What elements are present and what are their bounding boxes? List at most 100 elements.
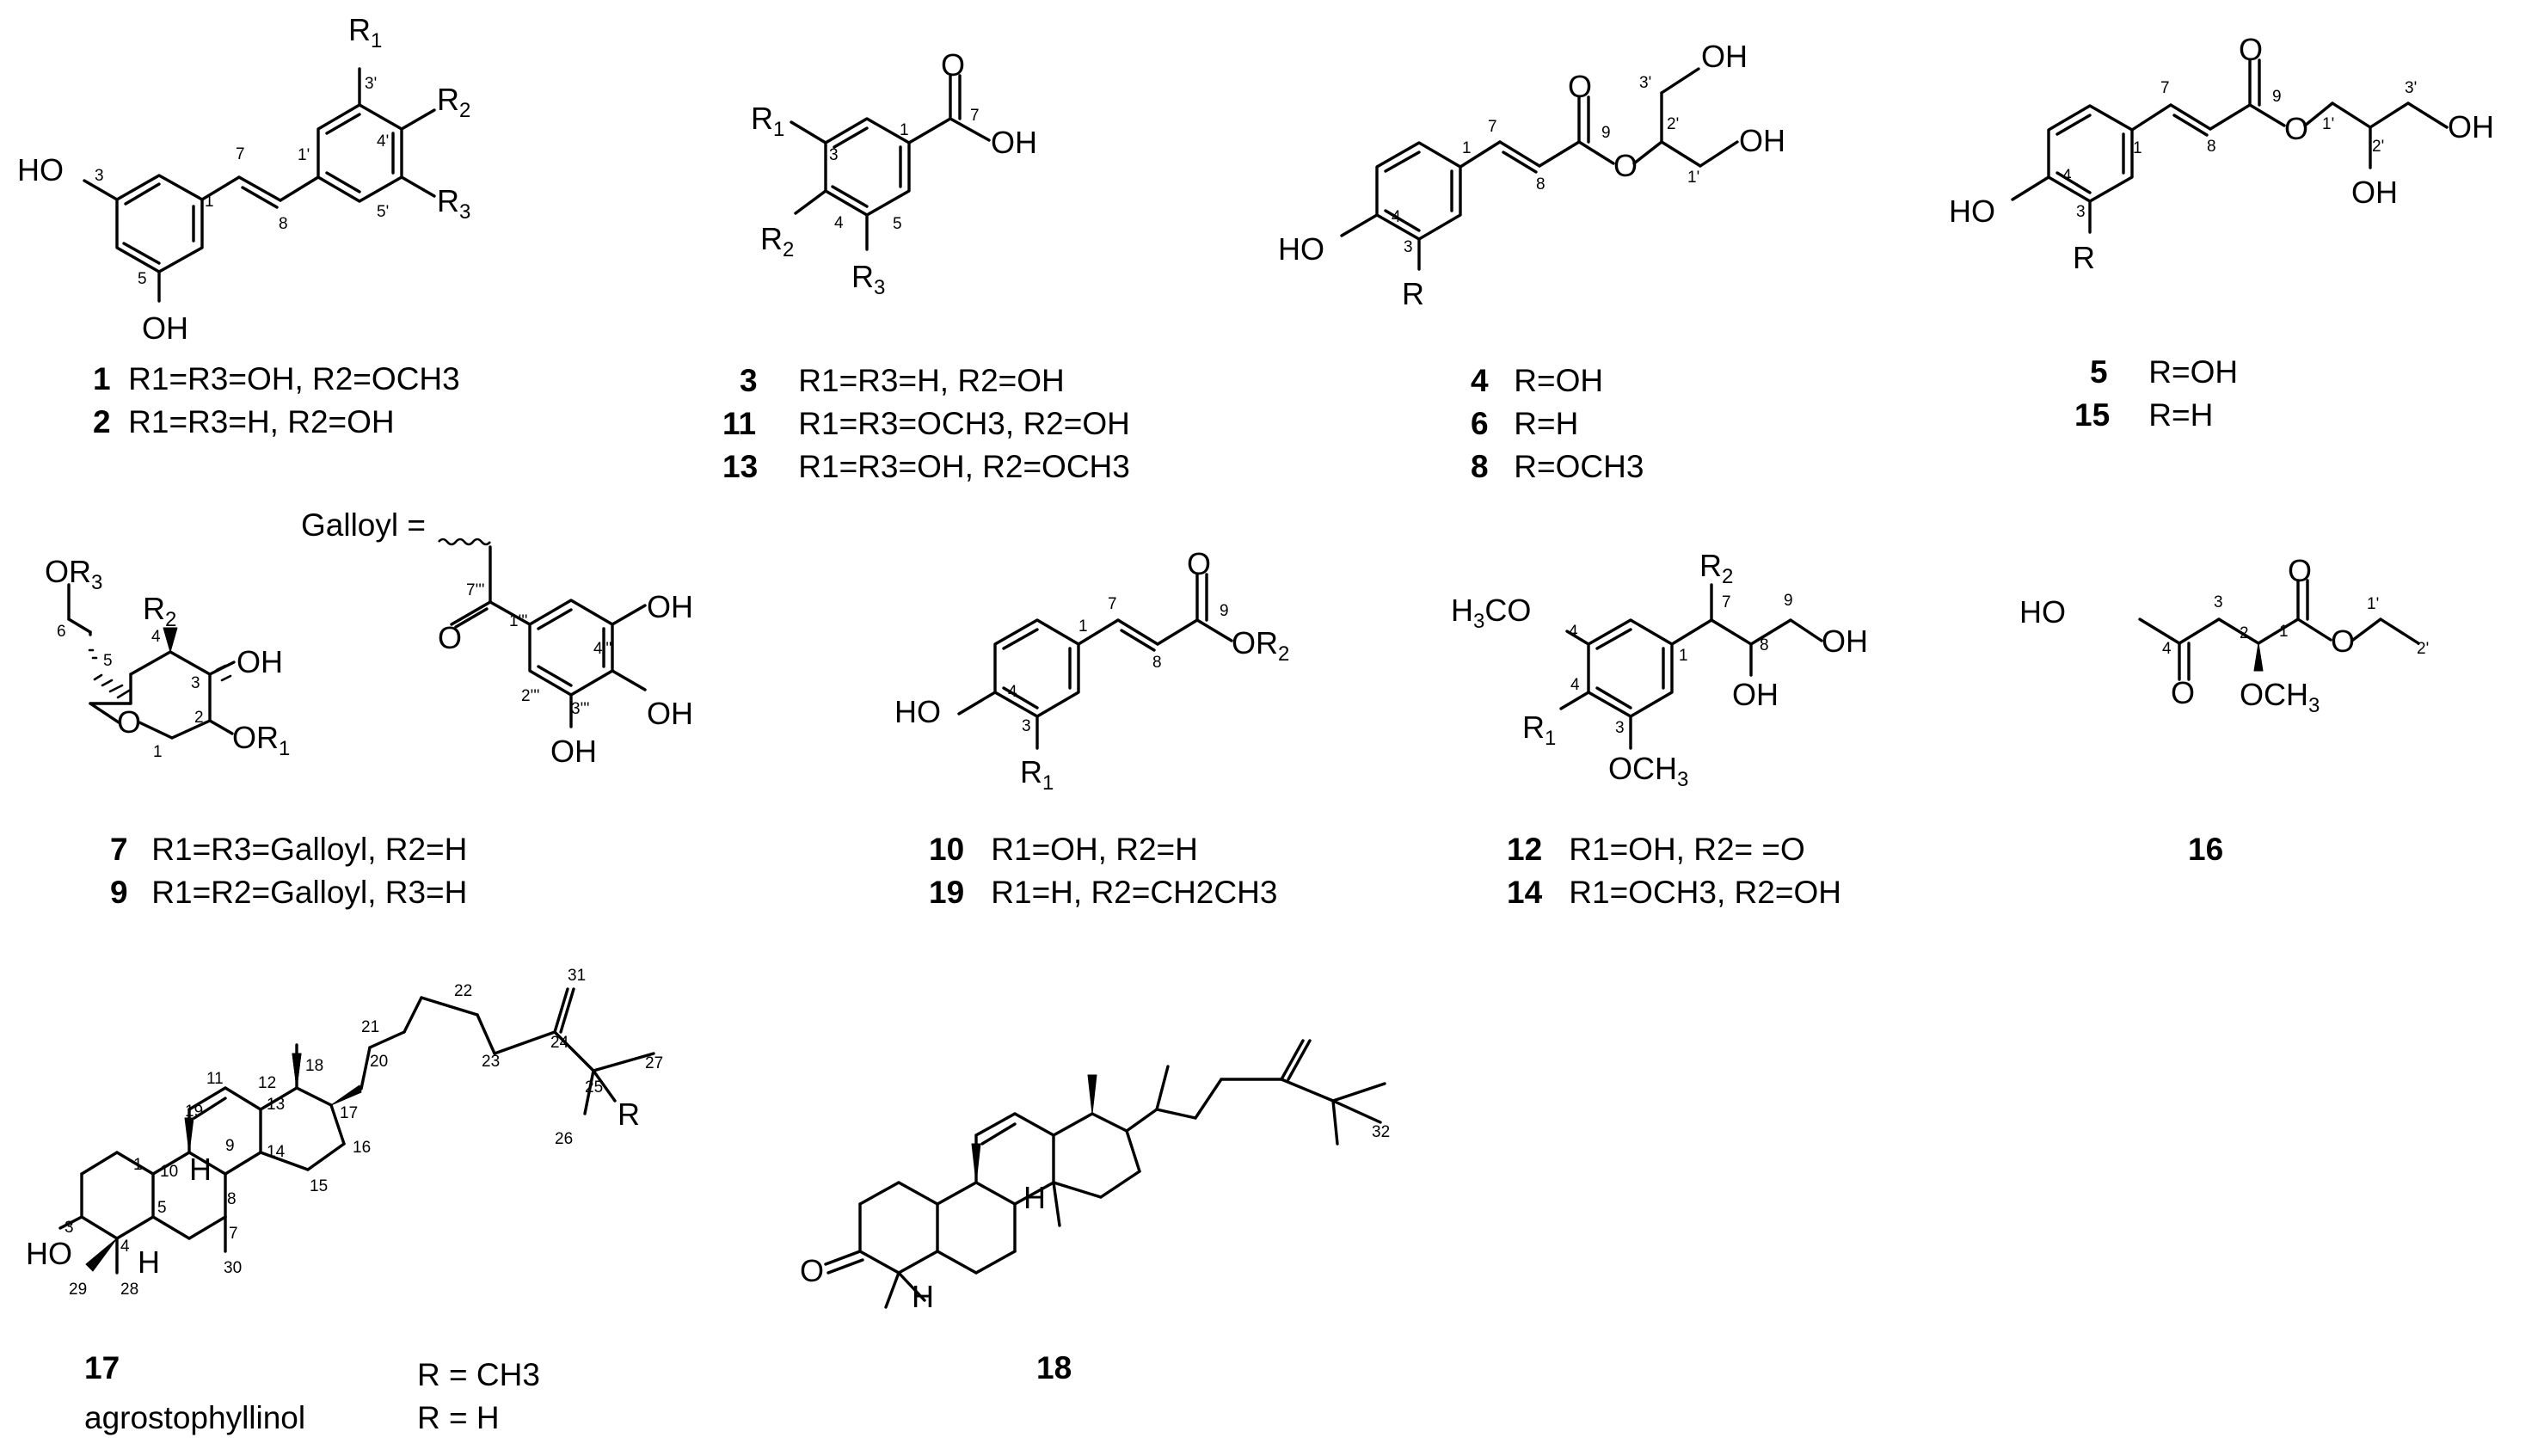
svg-text:3: 3 — [829, 146, 839, 164]
svg-text:R1: R1 — [751, 101, 784, 141]
svg-text:1': 1' — [1687, 169, 1699, 187]
svg-text:3': 3' — [1639, 74, 1651, 92]
svg-text:OH: OH — [550, 734, 597, 769]
svg-text:4: 4 — [2062, 167, 2072, 185]
svg-text:8: 8 — [1536, 175, 1545, 194]
svg-text:R3: R3 — [851, 259, 885, 299]
svg-text:5: 5 — [157, 1199, 167, 1217]
svg-text:OR2: OR2 — [1232, 625, 1289, 666]
svg-text:12: 12 — [258, 1074, 276, 1092]
svg-text:3: 3 — [1022, 717, 1031, 735]
svg-text:O: O — [2239, 32, 2263, 67]
svg-text:3: 3 — [95, 167, 104, 185]
galloyl-label: Galloyl = — [301, 507, 426, 543]
svg-text:3: 3 — [2214, 593, 2223, 611]
svg-text:4: 4 — [151, 628, 161, 646]
svg-text:5': 5' — [377, 203, 389, 221]
svg-text:19: 19 — [185, 1103, 203, 1121]
svg-text:1: 1 — [1462, 139, 1472, 157]
svg-text:O: O — [438, 620, 462, 655]
svg-text:5: 5 — [138, 270, 147, 288]
svg-text:2': 2' — [2372, 138, 2384, 156]
svg-text:4: 4 — [1570, 676, 1580, 694]
svg-text:R2: R2 — [143, 591, 176, 631]
svg-text:H: H — [189, 1152, 212, 1187]
svg-text:R: R — [618, 1097, 640, 1132]
svg-text:3': 3' — [2405, 79, 2417, 97]
svg-text:9: 9 — [1220, 602, 1229, 620]
svg-text:32: 32 — [1372, 1123, 1390, 1141]
svg-text:11: 11 — [206, 1070, 224, 1088]
label-compound-10: 10 R1=OH, R2=H — [929, 832, 1198, 867]
svg-text:O: O — [2284, 111, 2308, 146]
svg-text:25: 25 — [585, 1078, 603, 1097]
svg-text:OR1: OR1 — [232, 720, 290, 760]
structure-galloyl: O OH OH OH 7''' 1''' 2''' 3''' 4''' — [438, 538, 693, 769]
label-compound-17-r: R = CH3 — [417, 1357, 540, 1392]
svg-text:1''': 1''' — [509, 612, 527, 630]
label-agrostophyllinol: agrostophyllinol — [84, 1400, 306, 1435]
svg-text:3: 3 — [2076, 203, 2086, 221]
structure-5: O O OH OH HO R 1 4 3 7 8 9 1' 2' 3' — [1949, 32, 2494, 275]
structure-18: O H H 32 — [800, 1039, 1390, 1314]
svg-text:5: 5 — [103, 652, 113, 670]
structure-pyranose: OR3 R2 OH OR1 O 6 5 4 3 2 1 — [45, 554, 290, 761]
svg-text:R: R — [1402, 276, 1424, 311]
svg-text:H: H — [1023, 1180, 1046, 1215]
svg-text:1': 1' — [298, 146, 310, 164]
svg-text:OH: OH — [2448, 109, 2494, 144]
label-compound-18: 18 — [1036, 1350, 1072, 1385]
structure-stilbene: HO OH R1 R2 R3 3 1 5 7 8 1' 3' 4' 5' — [17, 12, 470, 346]
label-compound-5: 5 R=OH — [2090, 354, 2239, 390]
svg-text:H: H — [138, 1244, 160, 1280]
svg-text:5: 5 — [893, 215, 902, 233]
svg-text:29: 29 — [69, 1281, 87, 1299]
svg-text:R: R — [2073, 240, 2095, 275]
svg-text:3: 3 — [1404, 238, 1413, 256]
svg-text:H: H — [912, 1279, 934, 1314]
svg-text:2: 2 — [2240, 624, 2249, 642]
svg-text:O: O — [2288, 553, 2312, 588]
svg-text:R1: R1 — [1522, 710, 1556, 750]
svg-text:OH: OH — [237, 644, 283, 679]
label-compound-11: 11 R1=R3=OCH3, R2=OH — [722, 406, 1130, 441]
svg-text:1: 1 — [133, 1156, 143, 1174]
svg-text:28: 28 — [120, 1281, 138, 1299]
svg-text:3: 3 — [191, 674, 200, 692]
svg-text:9: 9 — [1784, 592, 1793, 610]
svg-text:R2: R2 — [1699, 548, 1733, 588]
svg-text:7: 7 — [236, 145, 245, 163]
svg-text:8: 8 — [1760, 636, 1769, 654]
svg-text:O: O — [1187, 546, 1211, 581]
svg-text:2''': 2''' — [521, 687, 539, 705]
label-compound-19: 19 R1=H, R2=CH2CH3 — [929, 875, 1278, 910]
svg-text:9: 9 — [1601, 124, 1611, 142]
svg-text:4: 4 — [1392, 208, 1401, 226]
structure-16: HO O O O OCH3 4 3 2 1 1' 2' — [2019, 553, 2429, 717]
svg-text:OH: OH — [647, 589, 693, 624]
svg-text:1: 1 — [205, 193, 214, 211]
svg-text:1': 1' — [2322, 115, 2334, 133]
label-compound-8: 8 R=OCH3 — [1471, 449, 1644, 484]
svg-text:OCH3: OCH3 — [2240, 677, 2320, 717]
svg-text:7: 7 — [1722, 593, 1731, 611]
svg-text:O: O — [1613, 148, 1638, 183]
svg-text:OH: OH — [2351, 175, 2398, 210]
svg-text:26: 26 — [555, 1130, 573, 1148]
svg-text:OH: OH — [1701, 39, 1748, 74]
label-agrostophyllinol-r: R = H — [417, 1400, 500, 1435]
svg-text:16: 16 — [353, 1139, 371, 1157]
label-compound-16: 16 — [2188, 832, 2224, 867]
label-compound-12: 12 R1=OH, R2= =O — [1507, 832, 1805, 867]
svg-text:1: 1 — [900, 121, 909, 139]
label-compound-9: 9 R1=R2=Galloyl, R3=H — [110, 875, 468, 910]
svg-text:4: 4 — [834, 214, 844, 232]
svg-text:7: 7 — [1108, 595, 1117, 613]
svg-text:8: 8 — [2207, 138, 2216, 156]
svg-text:O: O — [2331, 624, 2355, 659]
svg-text:7: 7 — [970, 107, 980, 125]
label-compound-6: 6 R=H — [1471, 406, 1579, 441]
svg-text:OH: OH — [1739, 123, 1785, 158]
